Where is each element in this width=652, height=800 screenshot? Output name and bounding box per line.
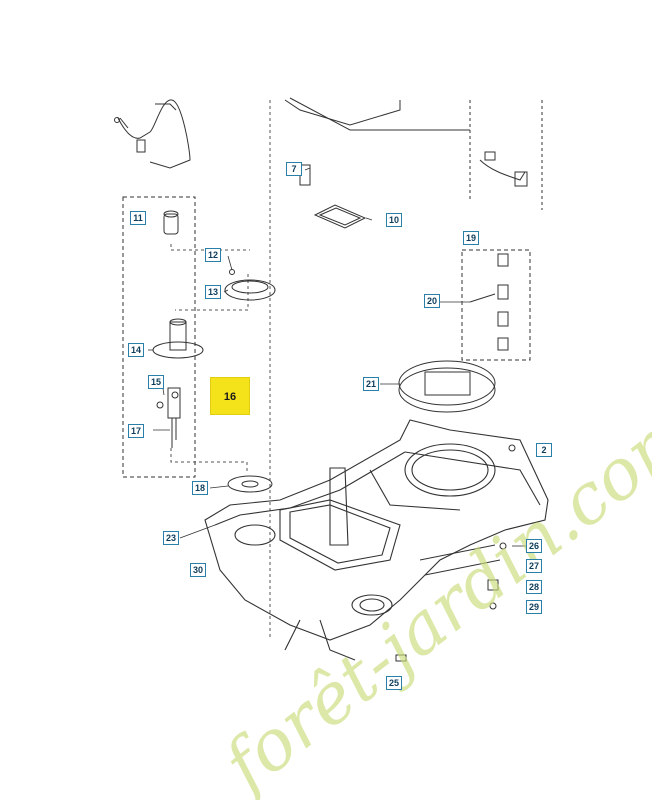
callout-17: 17: [128, 424, 145, 438]
callout-28: 28: [526, 580, 543, 594]
group-box-left: [122, 196, 196, 478]
callout-30: 30: [190, 563, 207, 577]
cable-assembly: [479, 151, 528, 187]
hose-assembly: [114, 99, 191, 169]
callout-26: 26: [526, 539, 543, 553]
part-18-gasket: [227, 475, 273, 493]
part-28: [487, 579, 499, 591]
callout-25: 25: [386, 676, 403, 690]
part-13-ring: [224, 269, 276, 301]
callout-11: 11: [130, 211, 146, 225]
watermark-text: forêt-jardin.com: [205, 389, 652, 800]
part-20-valve: [469, 253, 509, 351]
part-10-filter: [313, 204, 367, 229]
callout-16-highlight: 16: [210, 377, 250, 415]
callout-13: 13: [205, 285, 222, 299]
callout-27: 27: [526, 559, 543, 573]
callout-7: 7: [286, 162, 302, 176]
callout-14: 14: [128, 343, 145, 357]
callout-23: 23: [163, 531, 180, 545]
screw-2: [508, 444, 516, 452]
screw-29: [489, 602, 497, 610]
callout-18: 18: [192, 481, 209, 495]
callout-20: 20: [424, 294, 441, 308]
group-box-right: [461, 249, 531, 361]
callout-29: 29: [526, 600, 543, 614]
callout-2: 2: [536, 443, 552, 457]
part-21-cap: [398, 360, 496, 413]
part-25: [395, 654, 407, 662]
callout-10: 10: [386, 213, 403, 227]
part-11-cap: [163, 210, 179, 235]
screw-26: [499, 542, 507, 550]
leader-lines: [170, 100, 271, 640]
upper-frame: [284, 97, 543, 210]
callout-19: 19: [463, 231, 480, 245]
callout-21: 21: [363, 377, 380, 391]
part-17-sender: [156, 387, 181, 448]
fuel-tank-body: [204, 419, 549, 661]
callout-12: 12: [205, 248, 222, 262]
callout-15: 15: [148, 375, 165, 389]
